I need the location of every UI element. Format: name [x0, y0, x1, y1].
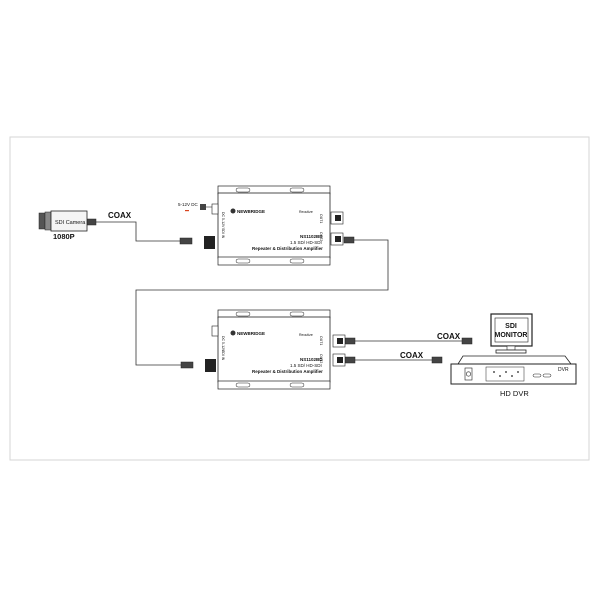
port-label-in: SDI IN: [221, 228, 225, 239]
output1-bnc-core: [337, 338, 343, 344]
mount-slot: [289, 187, 305, 193]
model-number: NS1102BD: [300, 357, 323, 362]
monitor-neck: [506, 345, 516, 351]
port-label-pwr: DC 5-12V: [221, 212, 225, 228]
power-jack: [211, 325, 219, 337]
monitor-label-line1: SDI: [505, 323, 517, 330]
camera-label: SDI Camera: [55, 220, 86, 226]
port-label-out2: OUT2: [319, 232, 323, 241]
brand-name: NEWBRIDGE: [237, 209, 265, 214]
mount-slot: [235, 382, 251, 388]
output2-bnc-core: [337, 357, 343, 363]
power-plug: [200, 204, 206, 210]
mount-slot: [289, 382, 305, 388]
diagram-frame: [9, 136, 590, 461]
bnc-plug: [344, 337, 356, 345]
port-label-in: SDI IN: [221, 350, 225, 361]
dvr-panel: [485, 366, 525, 382]
unit-bracket: [217, 380, 331, 390]
dvr-caption: HD DVR: [500, 389, 529, 398]
dvr-disc-icon: [465, 371, 471, 377]
power-jack: [211, 203, 219, 215]
port-label-out1: OUT1: [319, 336, 323, 345]
input-bnc-port: [204, 236, 215, 249]
bnc-plug: [180, 361, 194, 369]
camera-lens-ring: [38, 212, 46, 230]
coax-label-camera: COAX: [108, 211, 132, 220]
port-label-top: Reoutize: [299, 333, 313, 337]
bnc-plug: [461, 337, 473, 345]
brand-logo-icon: [230, 208, 236, 214]
dvr-button: [542, 373, 552, 378]
camera-body: [50, 210, 88, 232]
dvr-badge: DVR: [558, 367, 569, 373]
unit-body: [217, 192, 331, 259]
dvr-top: [457, 355, 572, 365]
bnc-plug: [431, 356, 443, 364]
port-label-top: Reoutize: [299, 210, 313, 214]
cable-unit1-to-unit2: [135, 239, 389, 366]
sdi-camera: SDI Camera: [38, 210, 88, 232]
cables: [96, 221, 462, 366]
coax-label-dvr: COAX: [400, 351, 424, 360]
dvr-led: [505, 371, 507, 373]
brand-logo-icon: [230, 330, 236, 336]
mount-slot: [235, 187, 251, 193]
monitor-stand: [495, 349, 527, 354]
bnc-plug: [344, 356, 356, 364]
camera-resolution: 1080P: [53, 232, 75, 241]
dvr-led: [511, 375, 513, 377]
monitor-screen: [494, 317, 529, 343]
power-label: 5-12V DC: [178, 202, 199, 207]
model-line2: Repeater & Distribution Amplifier: [252, 246, 323, 251]
mount-slot: [235, 311, 251, 317]
camera-lens: [44, 211, 52, 231]
coax-label-monitor: COAX: [437, 332, 461, 341]
bnc-plug: [85, 218, 97, 226]
dvr-led: [499, 375, 501, 377]
dvr-led: [493, 371, 495, 373]
monitor-label-line2: MONITOR: [495, 332, 528, 339]
dvr-disc-slot: [464, 367, 473, 381]
repeater-unit-2: DC 5-12V SDI IN NEWBRIDGE Reoutize NS110…: [205, 309, 346, 390]
input-bnc-port: [205, 359, 216, 372]
model-line2: Repeater & Distribution Amplifier: [252, 369, 323, 374]
mount-slot: [289, 258, 305, 264]
output2-bnc-core: [335, 236, 341, 242]
mount-slot: [289, 311, 305, 317]
sdi-monitor: SDI MONITOR: [490, 313, 533, 354]
port-label-pwr: DC 5-12V: [221, 336, 225, 352]
unit-body: [217, 316, 331, 383]
bnc-plug: [179, 237, 193, 245]
model-line1: 1.5 SD/ HD-SDI: [290, 240, 322, 245]
bnc-plug: [343, 236, 355, 244]
dvr-led: [517, 371, 519, 373]
hd-dvr: DVR: [450, 355, 577, 385]
unit-bracket: [217, 256, 331, 266]
output1-bnc-core: [335, 215, 341, 221]
mount-slot: [235, 258, 251, 264]
model-line1: 1.5 SD/ HD-SDI: [290, 363, 322, 368]
power-marker: [185, 210, 189, 212]
cable-camera-to-unit1: [96, 221, 180, 242]
model-number: NS1102BD: [300, 234, 323, 239]
port-label-out2: OUT2: [319, 354, 323, 363]
repeater-unit-1: DC 5-12V SDI IN NEWBRIDGE Reoutize NS110…: [204, 185, 344, 266]
dvr-button: [532, 373, 542, 378]
port-label-out1: OUT1: [319, 214, 323, 223]
brand-name: NEWBRIDGE: [237, 331, 265, 336]
